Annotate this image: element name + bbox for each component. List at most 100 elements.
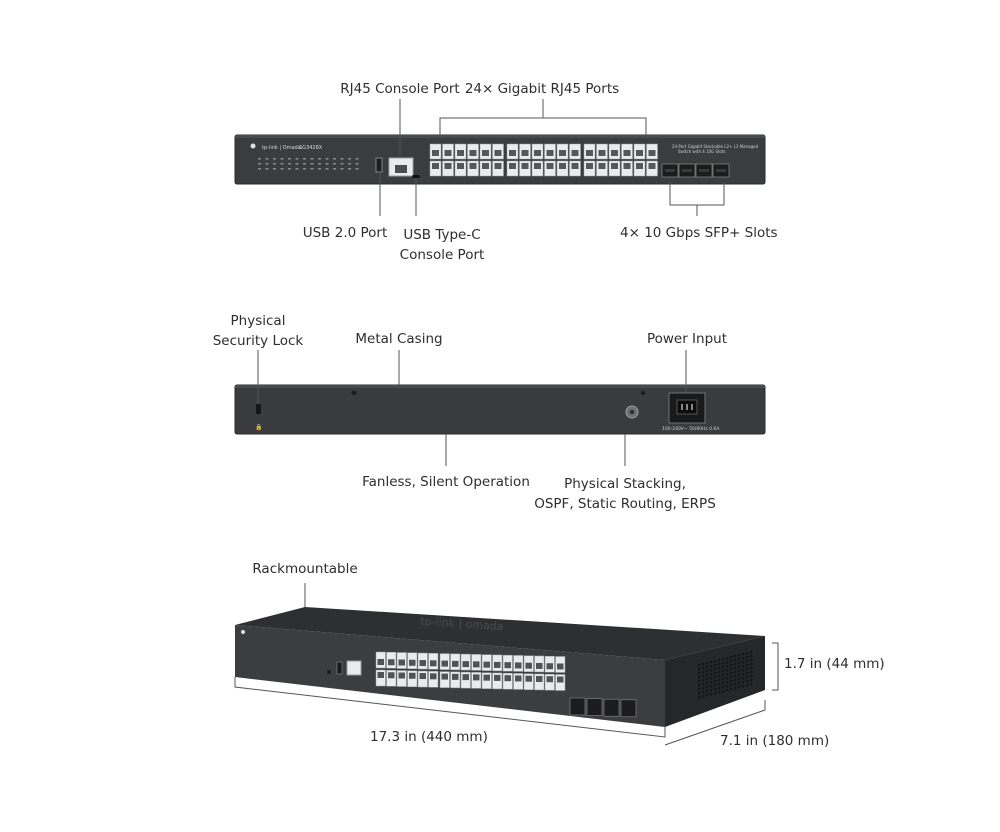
usb-c-port-icon	[412, 175, 420, 178]
rj45-port-socket	[559, 150, 566, 156]
led-icon	[273, 163, 276, 165]
security-lock-slot-icon	[256, 404, 261, 414]
rj45-console-label: RJ45 Console Port	[340, 81, 460, 97]
rj45-port-socket	[432, 163, 439, 169]
vent-hole	[722, 690, 725, 693]
vent-hole	[714, 672, 717, 675]
vent-hole	[730, 688, 733, 691]
top-logo-text: tp-link | omada	[420, 615, 504, 634]
vent-hole	[730, 680, 733, 683]
vent-hole	[750, 671, 753, 674]
sfp-slot-inner	[699, 169, 709, 172]
sfp-slot-inner	[716, 169, 726, 172]
led-icon	[258, 168, 261, 170]
vent-hole	[706, 662, 709, 665]
led-icon	[295, 168, 299, 170]
led-icon	[318, 168, 321, 170]
rj45-port-socket	[648, 150, 656, 156]
vent-hole	[730, 684, 733, 687]
vent-hole	[706, 682, 709, 685]
vent-hole	[738, 678, 741, 681]
sfp-slot-inner	[665, 169, 675, 172]
rj45-port-socket	[521, 163, 529, 169]
usbc-label-line1: USB Type-C	[403, 227, 481, 243]
vent-hole	[698, 696, 701, 699]
rj45-port-socket	[509, 163, 516, 169]
led-icon	[348, 163, 351, 165]
vent-hole	[706, 690, 709, 693]
vent-hole	[722, 658, 725, 661]
vent-hole	[734, 675, 737, 678]
vent-hole	[718, 679, 721, 682]
vent-hole	[730, 656, 733, 659]
led-icon	[333, 168, 336, 170]
vent-hole	[734, 671, 737, 674]
rj45-port-socket	[469, 150, 477, 156]
angled-port-socket	[546, 676, 553, 683]
rj45-port-socket	[648, 163, 656, 169]
angled-port-socket	[419, 673, 426, 680]
rj45-port-socket	[571, 163, 579, 169]
rj45-port-socket	[636, 163, 643, 169]
vent-hole	[722, 670, 725, 673]
vent-hole	[718, 675, 721, 678]
led-icon	[273, 158, 276, 160]
vent-hole	[750, 663, 753, 666]
rj45-port-socket	[611, 163, 618, 169]
angled-reset-icon	[327, 670, 331, 674]
front-brand-text: tp-link | Omada	[262, 145, 301, 151]
sfp-slot-group	[661, 163, 730, 178]
vent-hole	[714, 680, 717, 683]
screw-icon	[640, 390, 646, 396]
vent-hole	[726, 661, 729, 664]
vent-hole	[738, 686, 741, 689]
vent-hole	[738, 682, 741, 685]
led-indicators	[258, 158, 359, 170]
vent-hole	[722, 686, 725, 689]
security-label-line2: Security Lock	[212, 333, 304, 349]
usb-port-label: USB 2.0 Port	[302, 225, 388, 241]
led-icon	[340, 163, 344, 165]
rj45-port-socket	[598, 150, 606, 156]
vent-hole	[702, 679, 705, 682]
stacking-label: Physical Stacking, OSPF, Static Routing,…	[530, 474, 720, 514]
angled-port-socket	[462, 674, 469, 681]
angled-usb-port-icon	[336, 661, 343, 675]
angled-port-group	[375, 651, 637, 718]
led-icon	[355, 158, 359, 160]
rj45-port-socket	[469, 163, 477, 169]
rackmountable-label: Rackmountable	[252, 561, 358, 577]
angled-port-socket	[409, 672, 416, 679]
angled-port-socket	[377, 659, 384, 665]
angled-port-socket	[557, 663, 564, 670]
vent-hole	[726, 689, 729, 692]
led-icon	[325, 168, 329, 170]
led-icon	[265, 158, 269, 160]
vent-hole	[722, 666, 725, 669]
angled-port-socket	[494, 661, 501, 668]
led-icon	[288, 158, 291, 160]
vent-hole	[730, 660, 733, 663]
vent-hole	[698, 672, 701, 675]
vent-hole	[706, 670, 709, 673]
lock-symbol-icon: 🔒	[255, 423, 262, 431]
led-icon	[288, 163, 291, 165]
metal-casing-label: Metal Casing	[355, 331, 443, 347]
led-icon	[288, 168, 291, 170]
vent-hole	[730, 672, 733, 675]
security-label-line1: Physical	[230, 313, 286, 329]
angled-port-socket	[504, 675, 511, 682]
vent-hole	[734, 683, 737, 686]
gigabit-port-group	[429, 143, 658, 177]
security-lock-label: Physical Security Lock	[208, 311, 308, 351]
vent-hole	[702, 671, 705, 674]
angled-port-socket	[462, 661, 469, 668]
vent-hole	[730, 664, 733, 667]
vent-hole	[718, 691, 721, 694]
led-icon	[295, 163, 299, 165]
rj45-port-socket	[636, 150, 643, 156]
vent-hole	[734, 659, 737, 662]
led-icon	[355, 168, 359, 170]
led-icon	[340, 158, 344, 160]
